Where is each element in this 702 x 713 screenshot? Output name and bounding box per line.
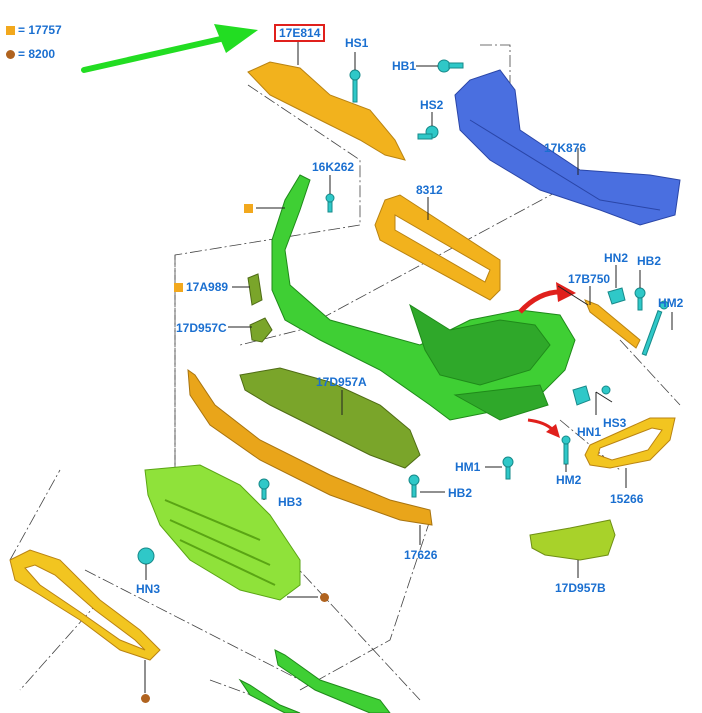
legend-item-8200: = 8200: [6, 47, 55, 61]
part-17B750: [584, 286, 641, 349]
square-marker-icon: [174, 283, 183, 292]
fastener-HM1: [485, 456, 514, 480]
square-marker-icon: [6, 26, 15, 35]
fastener-HB1: [416, 59, 464, 73]
fastener-HM2-top: [641, 300, 673, 356]
label-HN1[interactable]: HN1: [577, 425, 602, 439]
label-HB2-top[interactable]: HB2: [637, 254, 662, 268]
fastener-HB3: [258, 478, 270, 500]
fasteners: [137, 52, 673, 580]
label-HS2[interactable]: HS2: [420, 98, 444, 112]
label-17626[interactable]: 17626: [404, 548, 438, 562]
green-arrow-icon: [81, 24, 258, 73]
legend-text: = 17757: [18, 23, 62, 37]
fastener-HN2: [607, 265, 626, 305]
label-17E814[interactable]: 17E814: [274, 24, 326, 42]
label-HN3[interactable]: HN3: [136, 582, 161, 596]
square-marker-icon: [244, 204, 253, 213]
circle-marker-icon: [6, 50, 15, 59]
label-16K262[interactable]: 16K262: [312, 160, 355, 174]
part-17K876: [454, 69, 681, 226]
label-HM1[interactable]: HM1: [455, 460, 481, 474]
fastener-HS1: [349, 52, 361, 103]
part-15266: [584, 417, 676, 488]
fastener-16K262: [325, 175, 335, 213]
part-17626: [187, 368, 433, 545]
label-HB1[interactable]: HB1: [392, 59, 417, 73]
label-17D957A[interactable]: 17D957A: [316, 375, 367, 389]
red-arrow-icons: [518, 282, 576, 438]
part-17D957C: [228, 317, 273, 343]
fastener-HB2: [408, 474, 445, 498]
fastener-HN3: [137, 547, 155, 580]
label-17A989[interactable]: 17A989: [186, 280, 229, 294]
label-HB3[interactable]: HB3: [278, 495, 303, 509]
circle-marker-icon: [320, 593, 329, 602]
label-17D957C[interactable]: 17D957C: [176, 321, 227, 335]
legend-text: = 8200: [18, 47, 56, 61]
part-17A989: [232, 273, 263, 306]
label-HB2[interactable]: HB2: [448, 486, 473, 500]
bumper-cover: [271, 174, 576, 421]
part-8312: [374, 194, 501, 301]
label-HM2-top[interactable]: HM2: [658, 296, 684, 310]
label-15266[interactable]: 15266: [610, 492, 644, 506]
label-HS3[interactable]: HS3: [603, 416, 627, 430]
grille-frame: [9, 549, 161, 693]
leader-lines: [256, 207, 613, 472]
label-HM2[interactable]: HM2: [556, 473, 582, 487]
label-17D957B[interactable]: 17D957B: [555, 581, 606, 595]
label-HS1[interactable]: HS1: [345, 36, 369, 50]
label-8312[interactable]: 8312: [416, 183, 443, 197]
label-17B750[interactable]: 17B750: [568, 272, 611, 286]
part-17D957B: [529, 519, 616, 578]
legend-item-17757: = 17757: [6, 23, 62, 37]
part-17D957A: [239, 367, 421, 469]
grille: [144, 464, 318, 601]
fastener-HN1: [561, 435, 571, 465]
fastener-HS2: [417, 112, 439, 140]
fastener-HS3-clip: [572, 385, 611, 415]
lower-trim-strips: [238, 649, 391, 713]
part-17E814: [247, 40, 406, 161]
circle-marker-icon: [141, 694, 150, 703]
label-HN2[interactable]: HN2: [604, 251, 629, 265]
fastener-HB2-top: [634, 270, 646, 311]
label-17K876[interactable]: 17K876: [544, 141, 587, 155]
